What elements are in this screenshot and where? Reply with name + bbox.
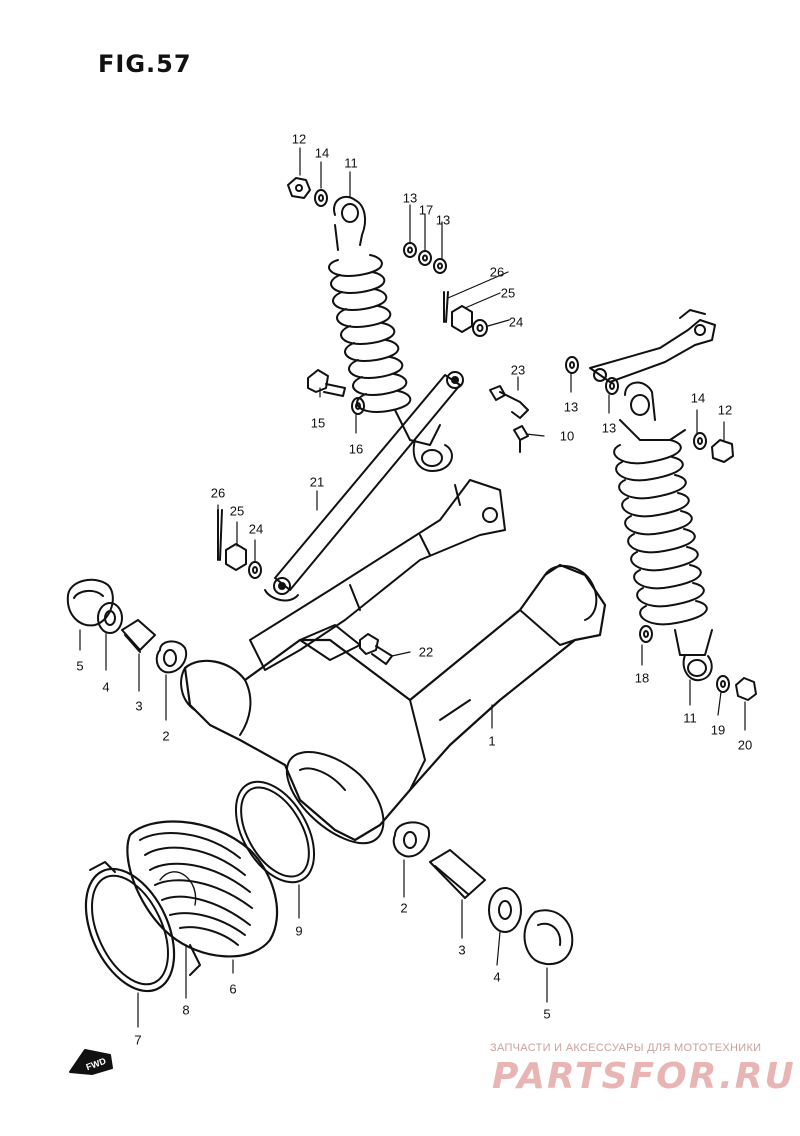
callout-4-right: 4 xyxy=(493,969,501,985)
brake-bracket xyxy=(249,479,506,671)
callout-25-top: 25 xyxy=(500,285,516,301)
left-shock-spring xyxy=(328,254,412,413)
callout-12-left: 12 xyxy=(291,131,307,147)
callout-23: 23 xyxy=(510,362,526,378)
left-pivot-parts xyxy=(66,578,188,674)
swing-arm xyxy=(180,563,607,845)
callout-14-left: 14 xyxy=(314,145,330,161)
callout-6: 6 xyxy=(229,981,237,997)
callout-13-a: 13 xyxy=(402,190,418,206)
right-pivot-parts xyxy=(392,821,574,966)
callout-7: 7 xyxy=(134,1032,142,1048)
callout-13-d: 13 xyxy=(601,420,617,436)
boot-clamp xyxy=(84,861,176,993)
callout-17: 17 xyxy=(418,202,434,218)
hardware-parts xyxy=(217,177,757,701)
callout-11-left: 11 xyxy=(344,155,358,171)
callout-13-c: 13 xyxy=(563,399,579,415)
figure-title: FIG.57 xyxy=(98,50,192,78)
callout-11-right: 11 xyxy=(683,710,697,726)
left-shock-absorber xyxy=(328,195,453,472)
callout-2-left: 2 xyxy=(162,728,170,744)
callout-4-left: 4 xyxy=(102,679,110,695)
torque-rod xyxy=(264,371,464,602)
callout-19: 19 xyxy=(710,722,726,738)
callout-24-left: 24 xyxy=(248,521,264,537)
callout-16: 16 xyxy=(348,441,364,457)
callout-5-right: 5 xyxy=(543,1006,551,1022)
callout-26-top: 26 xyxy=(489,264,505,280)
callout-12-right: 12 xyxy=(717,402,733,418)
callout-24-top: 24 xyxy=(508,314,524,330)
o-ring xyxy=(234,780,316,884)
callout-22: 22 xyxy=(418,644,434,660)
watermark-logo: PARTSFOR.RU xyxy=(492,1056,796,1097)
callout-2-right: 2 xyxy=(400,900,408,916)
callout-14-right: 14 xyxy=(690,390,706,406)
upper-right-bracket xyxy=(589,309,716,383)
callout-18: 18 xyxy=(634,670,650,686)
callout-25-left: 25 xyxy=(229,503,245,519)
callout-3-right: 3 xyxy=(458,942,466,958)
callout-5-left: 5 xyxy=(76,658,84,674)
callout-21: 21 xyxy=(309,474,325,490)
right-shock-spring xyxy=(613,439,708,626)
fwd-arrow-icon xyxy=(69,1049,113,1075)
callout-26-left: 26 xyxy=(210,485,226,501)
watermark-tagline: ЗАПЧАСТИ И АКСЕССУАРЫ ДЛЯ МОТОТЕХНИКИ xyxy=(490,1042,762,1054)
right-shock-absorber xyxy=(613,381,713,682)
callout-15: 15 xyxy=(310,415,326,431)
callout-8: 8 xyxy=(182,1002,190,1018)
callout-3-left: 3 xyxy=(135,698,143,714)
callout-20: 20 xyxy=(737,737,753,753)
callout-9: 9 xyxy=(295,923,303,939)
rubber-boot xyxy=(126,820,279,976)
callout-1: 1 xyxy=(488,733,496,749)
callout-10: 10 xyxy=(559,428,575,444)
leader-lines xyxy=(79,147,746,1028)
callout-13-b: 13 xyxy=(435,212,451,228)
